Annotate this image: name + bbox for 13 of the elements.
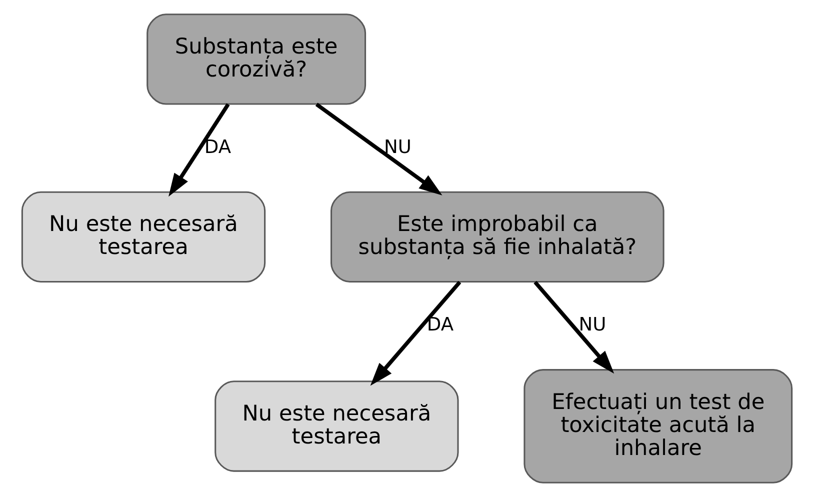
edge-label: NU	[578, 314, 606, 336]
edge-label: DA	[426, 314, 454, 336]
arrow	[168, 103, 230, 197]
arrow	[370, 280, 462, 386]
node-box: Este improbabil ca substanța să fie inhalată?	[330, 191, 664, 282]
node-box: Efectuați un test de toxicitate acută la inhalare	[524, 369, 793, 484]
arrow	[534, 280, 614, 374]
edge-label: NU	[384, 136, 412, 158]
node-box: Nu este necesară testarea	[214, 380, 459, 472]
node-box: Substanța este corozivă?	[146, 14, 366, 105]
edge-label: DA	[204, 136, 231, 158]
node-box: Nu este necesară testarea	[21, 191, 266, 282]
arrow	[315, 102, 442, 196]
